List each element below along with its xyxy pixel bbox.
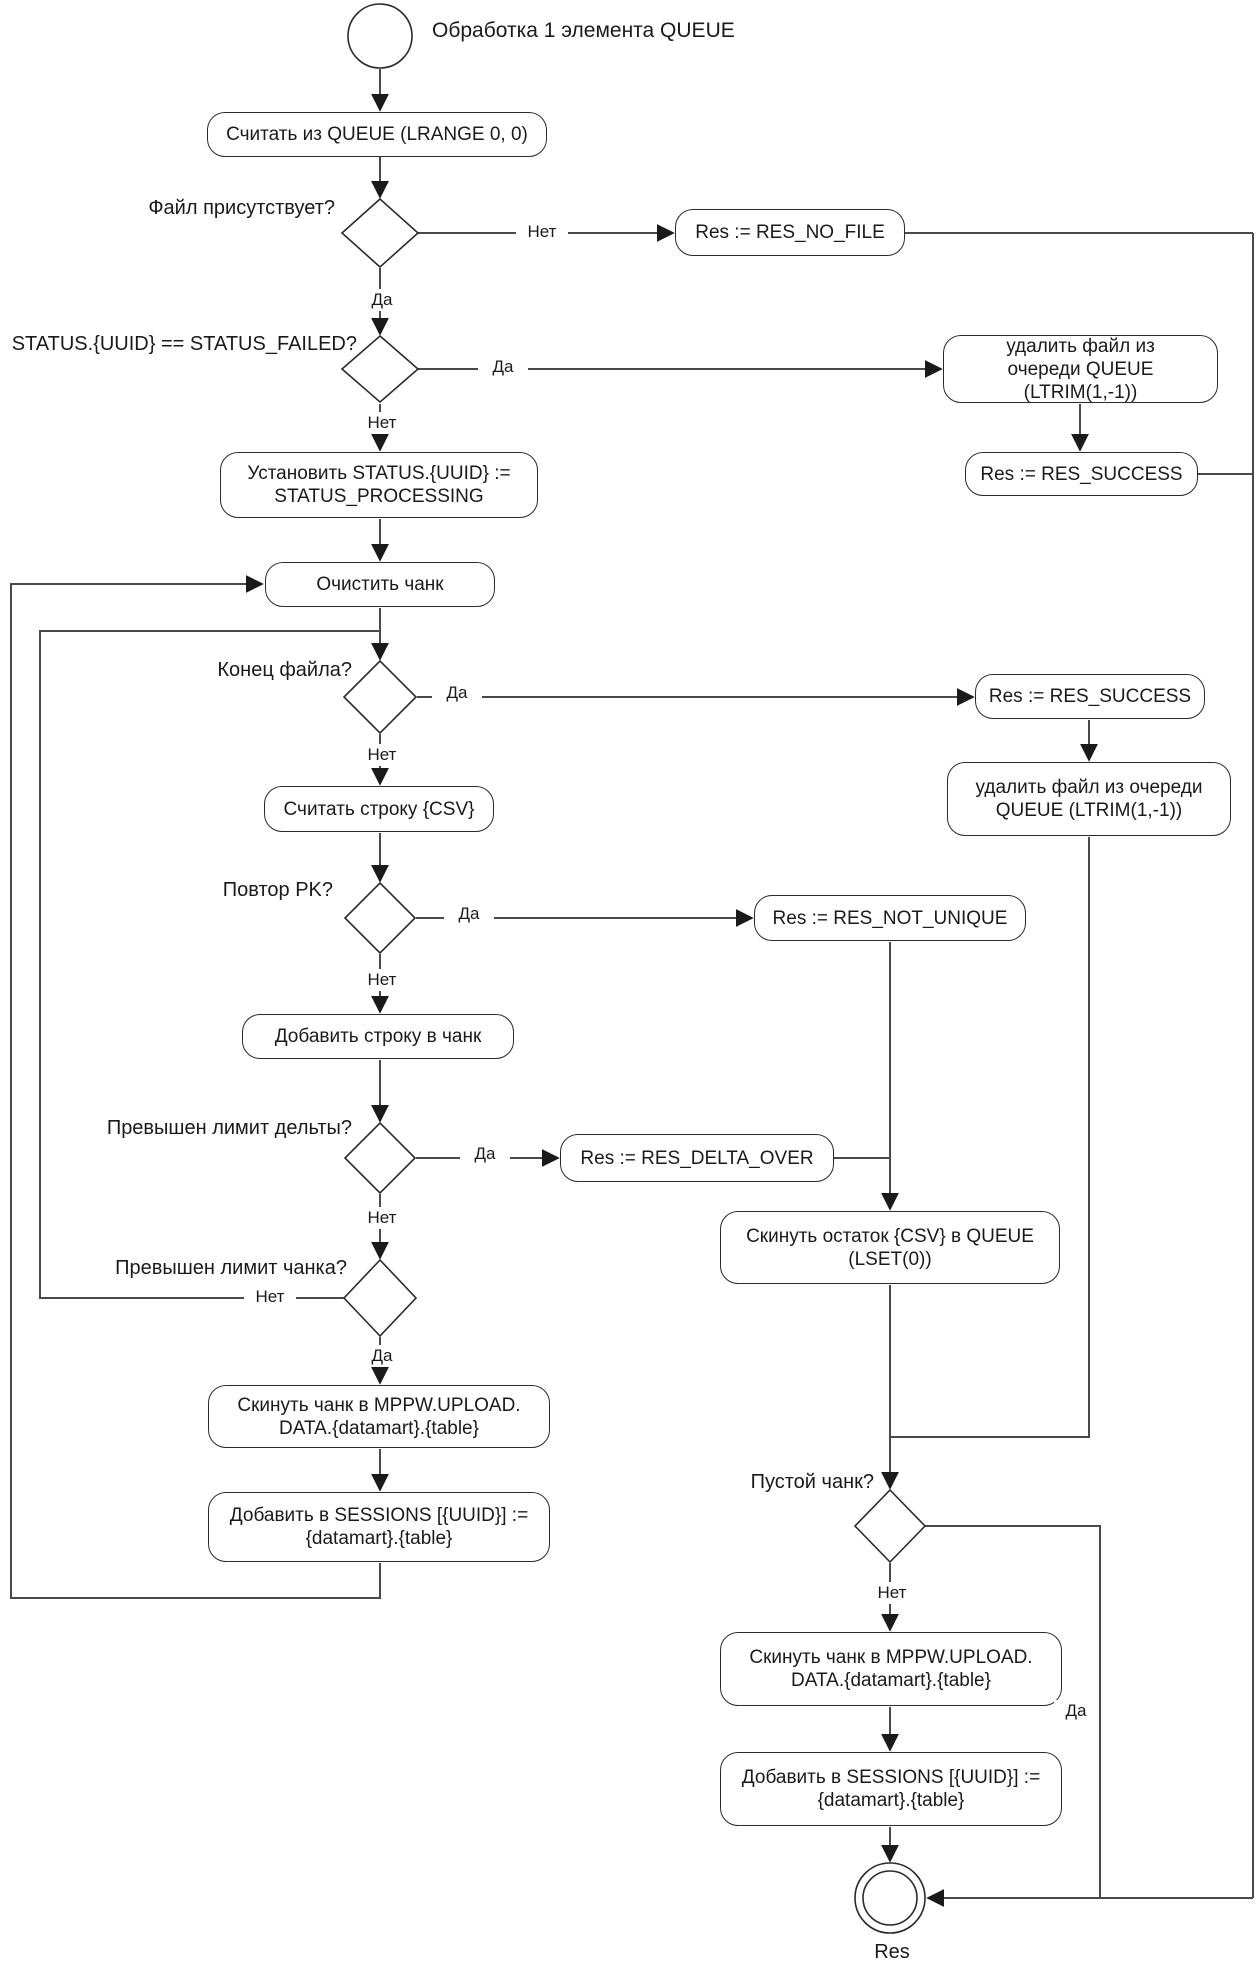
- decision-chunk-limit: [342, 1258, 418, 1338]
- node-clear-chunk: Очистить чанк: [265, 562, 495, 607]
- node-res-no-file: Res := RES_NO_FILE: [675, 209, 905, 256]
- edge-delete2-down: [890, 837, 1090, 1438]
- edge-chunk-limit-no-loop: [39, 630, 380, 1299]
- edge-label-no-chunk-limit: Нет: [244, 1286, 296, 1308]
- edge-label-no-status-failed: Нет: [360, 412, 404, 434]
- diagram-title: Обработка 1 элемента QUEUE: [432, 19, 735, 42]
- node-add-sessions-left: Добавить в SESSIONS [{UUID}] := {datamar…: [208, 1492, 550, 1562]
- condition-chunk-limit-label: Превышен лимит чанка?: [115, 1257, 347, 1279]
- node-delete-file-queue-wide: удалить файл из очереди QUEUE (LTRIM(1,-…: [947, 762, 1231, 836]
- condition-status-failed-label: STATUS.{UUID} == STATUS_FAILED?: [11, 333, 357, 355]
- edge-label-no-end-of-file: Нет: [360, 744, 404, 766]
- node-set-status-processing: Установить STATUS.{UUID} := STATUS_PROCE…: [220, 452, 538, 518]
- node-res-success-mid: Res := RES_SUCCESS: [975, 674, 1205, 719]
- edge-label-yes-file-present: Да: [361, 289, 403, 311]
- end-node-inner: [862, 1870, 918, 1926]
- node-add-line-to-chunk: Добавить строку в чанк: [242, 1014, 514, 1059]
- node-flush-csv-rest: Скинуть остаток {CSV} в QUEUE (LSET(0)): [720, 1211, 1060, 1284]
- edge-label-no-empty-chunk: Нет: [870, 1582, 914, 1604]
- decision-end-of-file: [342, 659, 418, 735]
- edge-label-no-delta-limit: Нет: [360, 1207, 404, 1229]
- condition-delta-limit-label: Превышен лимит дельты?: [106, 1117, 352, 1139]
- node-read-csv-line: Считать строку {CSV}: [264, 786, 494, 832]
- start-node: [347, 3, 413, 69]
- decision-delta-limit: [343, 1121, 417, 1195]
- decision-repeat-pk: [343, 881, 417, 955]
- edge-label-yes-delta-limit: Да: [460, 1143, 510, 1165]
- node-add-sessions-right: Добавить в SESSIONS [{UUID}] := {datamar…: [720, 1752, 1062, 1826]
- end-result-label: Res: [858, 1941, 926, 1963]
- decision-empty-chunk: [853, 1488, 927, 1564]
- edge-empty-chunk-yes: [925, 1525, 1101, 1898]
- node-flush-chunk-left: Скинуть чанк в MPPW.UPLOAD. DATA.{datama…: [208, 1385, 550, 1448]
- edge-label-no-repeat-pk: Нет: [360, 969, 404, 991]
- condition-end-of-file-label: Конец файла?: [217, 659, 352, 681]
- edge-label-yes-end-of-file: Да: [432, 682, 482, 704]
- node-delete-file-queue-short: удалить файл из очереди QUEUE (LTRIM(1,-…: [943, 335, 1218, 403]
- edge-label-yes-repeat-pk: Да: [444, 903, 494, 925]
- edge-sessions-left-loop: [10, 575, 381, 1599]
- condition-empty-chunk-label: Пустой чанк?: [750, 1471, 874, 1493]
- decision-file-present: [340, 197, 420, 269]
- edge-label-no-file-present: Нет: [516, 221, 568, 243]
- edge-label-yes-status-failed: Да: [478, 356, 528, 378]
- node-read-queue: Считать из QUEUE (LRANGE 0, 0): [207, 112, 547, 157]
- decision-status-failed: [340, 334, 420, 404]
- edge-label-yes-empty-chunk: Да: [1054, 1700, 1098, 1722]
- condition-file-present-label: Файл присутствует?: [148, 197, 335, 219]
- node-res-delta-over: Res := RES_DELTA_OVER: [560, 1134, 834, 1182]
- condition-repeat-pk-label: Повтор PK?: [222, 879, 333, 901]
- edge-label-yes-chunk-limit: Да: [360, 1345, 404, 1367]
- node-flush-chunk-right: Скинуть чанк в MPPW.UPLOAD. DATA.{datama…: [720, 1632, 1062, 1706]
- node-res-not-unique: Res := RES_NOT_UNIQUE: [754, 895, 1026, 941]
- node-res-success-top: Res := RES_SUCCESS: [965, 452, 1198, 496]
